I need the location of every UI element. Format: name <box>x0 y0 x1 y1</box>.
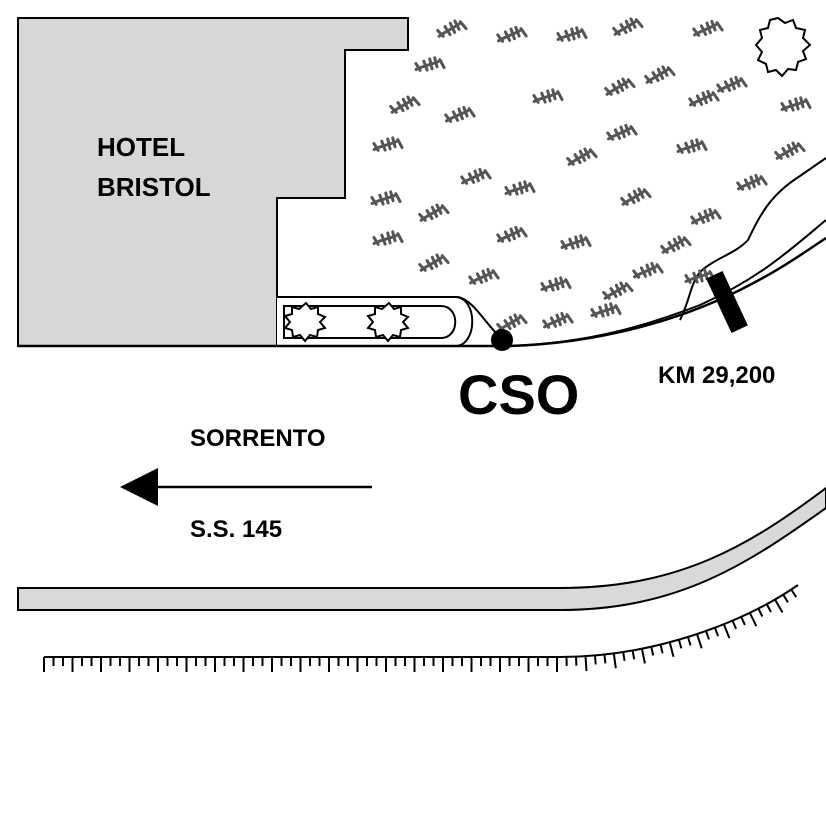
grass-tuft-icon <box>560 234 592 250</box>
slope-tick <box>765 603 772 613</box>
slope-tick <box>687 636 692 646</box>
grass-tuft-icon <box>676 138 708 154</box>
grass-tuft-icon <box>660 235 692 254</box>
slope-tick <box>705 630 710 640</box>
slope-tick <box>640 648 646 664</box>
grass-tuft-icon <box>444 105 476 123</box>
grass-tuft-icon <box>496 313 528 332</box>
slope-hatching <box>43 588 798 672</box>
grass-tuft-icon <box>504 180 536 196</box>
direction-label: SORRENTO <box>190 425 326 452</box>
station-label: CSO <box>458 363 579 426</box>
grass-tuft-icon <box>372 136 404 152</box>
grass-tuft-icon <box>418 203 450 222</box>
slope-tick <box>612 653 617 669</box>
grass-tuft-icon <box>540 276 572 292</box>
slope-tick <box>757 608 764 617</box>
grass-tuft-icon <box>370 190 402 206</box>
slope-tick <box>713 627 720 637</box>
grass-tuft-icon <box>468 267 500 285</box>
grass-tuft-icon <box>566 147 598 166</box>
grass-tuft-icon <box>612 17 644 36</box>
slope-tick <box>584 656 588 672</box>
garden-edge-right <box>679 157 826 321</box>
hotel-name-line1: HOTEL <box>97 132 185 162</box>
grass-tuft-icon <box>556 26 588 42</box>
kilometer-label: KM 29,200 <box>658 362 775 389</box>
direction-arrow-icon <box>120 468 158 506</box>
slope-tick <box>740 616 746 626</box>
slope-tick <box>774 599 784 613</box>
grass-tuft-icon <box>496 25 528 43</box>
grass-tuft-icon <box>620 187 652 206</box>
slope-tick <box>668 641 675 657</box>
slope-tick <box>782 594 789 603</box>
slope-tick <box>659 644 664 654</box>
grass-tuft-icon <box>774 141 806 160</box>
road-label: S.S. 145 <box>190 516 282 543</box>
grass-tuft-icon <box>389 95 421 114</box>
grass-tuft-icon <box>632 261 664 279</box>
grass-tuft-icon <box>590 302 622 318</box>
grass-tuft-icon <box>604 77 636 96</box>
shrub-icon <box>283 301 327 343</box>
station-marker <box>491 329 513 351</box>
grass-tuft-icon <box>542 311 574 329</box>
grass-tuft-icon <box>418 253 450 272</box>
slope-tick <box>696 633 703 649</box>
slope-tick <box>790 588 798 598</box>
shrub-icon <box>366 301 410 343</box>
grass-tuft-icon <box>644 65 676 84</box>
slope-tick <box>677 639 683 649</box>
hotel-name-line2: BRISTOL <box>97 172 211 202</box>
slope-tick <box>650 646 655 656</box>
grass-tuft-icon <box>716 75 748 93</box>
slope-tick <box>722 623 731 639</box>
grass-tuft-icon <box>684 268 716 284</box>
planter-bed-inner <box>283 305 457 339</box>
slope-tick <box>731 620 738 630</box>
slope-hatching-line <box>44 584 799 658</box>
sidewalk-south <box>17 486 826 611</box>
grass-tuft-icon <box>602 281 634 300</box>
grass-tuft-icon <box>460 167 492 185</box>
grass-tuft-icon <box>414 56 446 72</box>
slope-tick <box>631 650 636 660</box>
grass-tuft-icon <box>690 207 722 225</box>
slope-tick <box>622 651 626 662</box>
grass-tuft-icon <box>692 19 724 37</box>
grass-tuft-icon <box>436 19 468 38</box>
grass-tuft-icon <box>532 88 564 104</box>
grass-tuft-icon <box>736 173 768 191</box>
grass-tuft-icon <box>496 225 528 243</box>
kilometer-marker <box>706 271 748 333</box>
grass-tuft-icon <box>688 89 720 107</box>
slope-tick <box>748 612 758 627</box>
grass-tuft-icon <box>606 123 638 141</box>
grass-tuft-icon <box>780 96 812 112</box>
grass-tuft-icon <box>372 230 404 246</box>
tree-icon <box>754 16 812 78</box>
slope-tick <box>594 655 597 665</box>
vegetation-field <box>370 17 812 332</box>
slope-tick <box>603 654 607 664</box>
